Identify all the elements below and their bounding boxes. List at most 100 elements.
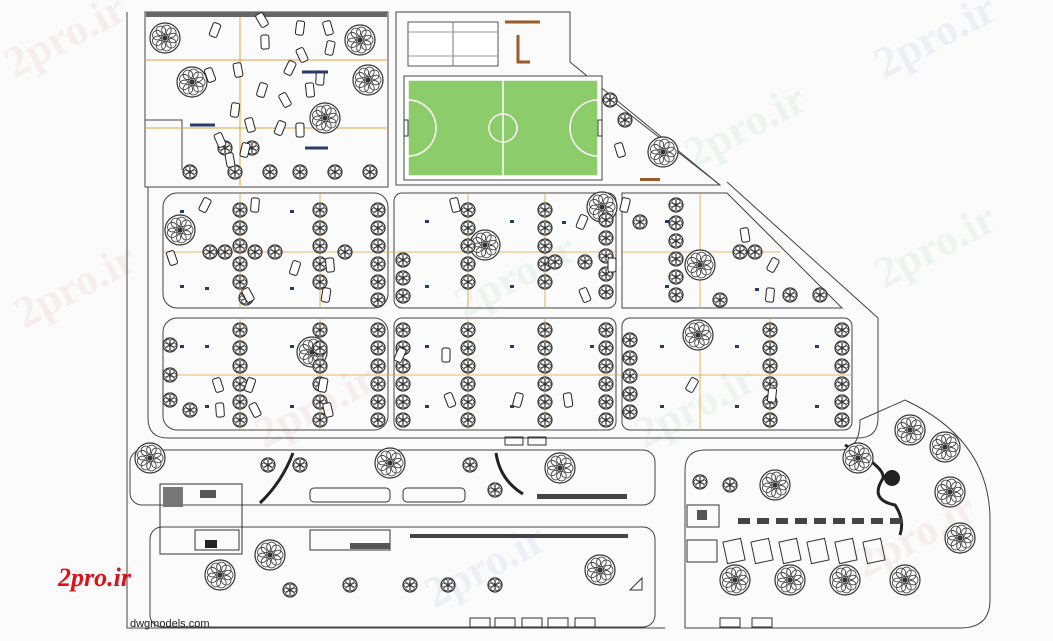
tree-symbol [232, 412, 248, 428]
tree-symbol [440, 577, 456, 593]
tree-symbol [647, 136, 679, 168]
tree-symbol [232, 256, 248, 272]
bench-symbol [757, 518, 769, 524]
cabin-symbol [834, 537, 858, 565]
tree-symbol [812, 287, 828, 303]
tree-symbol [487, 482, 503, 498]
block-r1-c [621, 192, 844, 309]
tree-symbol [204, 559, 236, 591]
grid-lines-residential [163, 193, 852, 430]
kiosk [686, 504, 720, 528]
tree-symbol [232, 340, 248, 356]
lamp-mark [815, 345, 819, 348]
bench-symbol [738, 518, 750, 524]
car-symbol [273, 120, 287, 136]
tree-symbol [460, 256, 476, 272]
tree-symbol [312, 358, 328, 374]
car-symbol [248, 402, 262, 418]
lamp-mark [590, 345, 594, 348]
car-symbol [165, 250, 179, 266]
tree-symbol [622, 368, 638, 384]
lamp-marks-layer [180, 70, 819, 408]
cabin-symbol [806, 537, 830, 565]
ring-road [147, 181, 879, 439]
lamp-mark [735, 405, 739, 408]
tree-symbol [668, 251, 684, 267]
south-east-plot [684, 399, 991, 629]
hedge-row-2 [410, 534, 628, 538]
tree-symbol [282, 582, 298, 598]
car-symbol [562, 392, 574, 408]
tree-symbol [732, 244, 748, 260]
tree-symbol [460, 394, 476, 410]
tree-symbol [370, 358, 386, 374]
tree-symbol [944, 522, 976, 554]
tree-symbol [370, 340, 386, 356]
lamp-mark [665, 285, 669, 288]
tree-symbol [462, 457, 478, 473]
tree-symbol [537, 274, 553, 290]
tree-symbol [217, 244, 233, 260]
tree-symbol [622, 404, 638, 420]
tree-symbol [176, 66, 208, 98]
bench-symbol [814, 518, 826, 524]
tree-symbol [182, 164, 198, 180]
car-symbol [256, 82, 268, 98]
tree-symbol [162, 392, 178, 408]
parking-notch [145, 119, 183, 170]
tree-symbol [162, 367, 178, 383]
tree-symbol [722, 477, 738, 493]
tree-symbol [617, 112, 633, 128]
tree-symbol [762, 412, 778, 428]
tree-symbol [370, 376, 386, 392]
tree-symbol [598, 340, 614, 356]
tree-symbol [774, 564, 806, 596]
tree-symbol [598, 394, 614, 410]
car-symbol [212, 377, 224, 393]
tree-symbol [598, 212, 614, 228]
tree-symbol [370, 292, 386, 308]
hall [309, 529, 391, 551]
building-office [159, 483, 243, 555]
tree-symbol [164, 214, 196, 246]
tree-symbol [598, 230, 614, 246]
tree-symbol [395, 252, 411, 268]
tree-symbol [834, 412, 850, 428]
tree-symbol [312, 238, 328, 254]
bench-symbol [852, 518, 864, 524]
tree-symbol [682, 319, 714, 351]
tree-symbol [402, 577, 418, 593]
bench-symbol [776, 518, 788, 524]
hedge-row-1 [537, 494, 627, 499]
cabin-symbol [750, 537, 774, 565]
tree-symbol [134, 442, 166, 474]
car-symbol [283, 60, 297, 76]
tree-symbol [537, 394, 553, 410]
car-symbol [766, 257, 780, 273]
tree-symbol [762, 322, 778, 338]
tree-symbol [834, 376, 850, 392]
tree-symbol [834, 340, 850, 356]
car-symbol [443, 392, 457, 408]
tree-symbol [632, 214, 648, 230]
tree-symbol [327, 164, 343, 180]
tree-symbol [668, 215, 684, 231]
lamp-mark [205, 287, 209, 290]
car-symbol [685, 377, 699, 393]
tree-symbol [232, 202, 248, 218]
tree-symbol [460, 376, 476, 392]
tree-symbol [762, 358, 778, 374]
tree-symbol [312, 412, 328, 428]
tree-symbol [759, 469, 791, 501]
car-symbol [575, 214, 589, 230]
lamp-mark [290, 287, 294, 290]
triangle-marker [628, 576, 643, 591]
tree-symbol [344, 24, 376, 56]
tree-symbol [537, 358, 553, 374]
lamp-mark [180, 210, 184, 213]
car-symbol [295, 122, 305, 138]
cars-layer [165, 12, 780, 418]
car-symbol [441, 347, 451, 363]
benches-layer [722, 518, 902, 565]
car-symbol [250, 197, 260, 213]
